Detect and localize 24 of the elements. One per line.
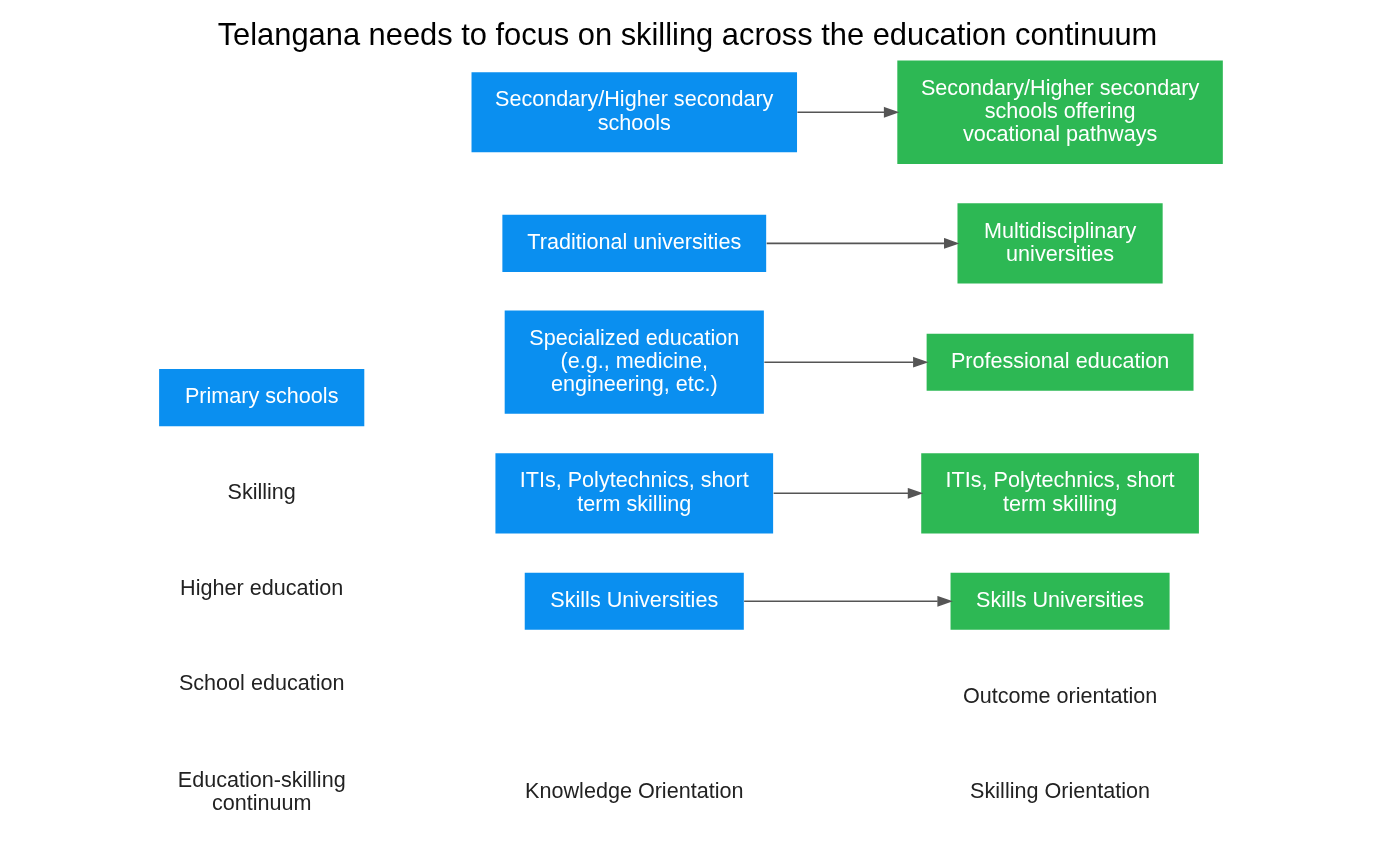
arrow [796, 106, 900, 118]
node-box: Professional education [926, 333, 1194, 391]
node-box: Multidisciplinary universities [957, 203, 1163, 284]
label: Knowledge Orientation [525, 778, 744, 804]
arrow [765, 238, 960, 249]
node-box: Primary schools [159, 369, 365, 427]
node-box: Secondary/Higher secondary schools offering vocational pathways [897, 60, 1223, 164]
label: Skilling Orientation [970, 778, 1151, 804]
label: Skilling [227, 479, 296, 505]
label: Higher education [180, 574, 344, 600]
label: Outcome orientation [962, 682, 1158, 708]
node-box: Secondary/Higher secondary schools [471, 72, 798, 153]
diagram-title: Telangana needs to focus on skilling across the education continuum [217, 17, 1158, 53]
node-box: Specialized education (e.g., medicine, engineering, etc.) [504, 310, 764, 414]
node-box: Traditional universities [502, 214, 767, 272]
node-box: Skills Universities [950, 572, 1170, 630]
node-box: Skills Universities [524, 572, 744, 630]
node-box: ITIs, Polytechnics, short term skilling [921, 453, 1199, 534]
arrow [772, 487, 924, 499]
node-box: ITIs, Polytechnics, short term skilling [495, 453, 774, 534]
arrow [743, 595, 953, 607]
label: Education-skilling continuum [177, 766, 346, 815]
arrow [763, 356, 929, 368]
label: School education [178, 670, 345, 696]
